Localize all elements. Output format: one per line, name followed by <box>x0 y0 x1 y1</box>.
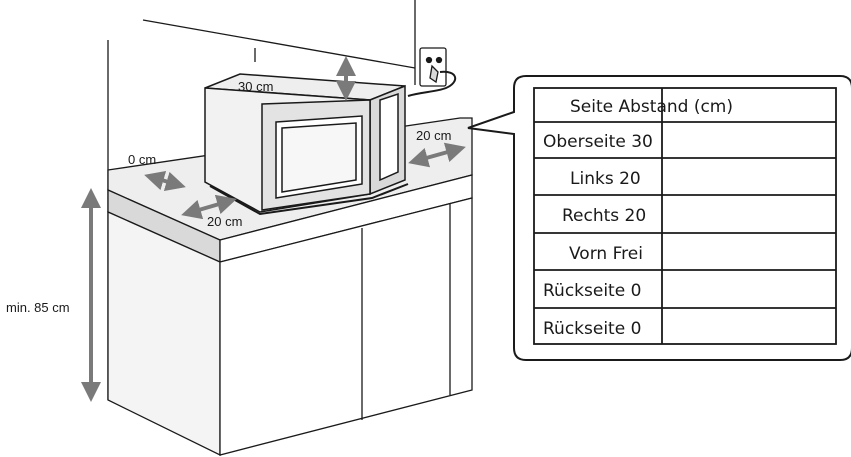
wall-socket-icon <box>407 47 456 97</box>
front-gap-label: 20 cm <box>207 214 242 229</box>
table-row-front: Vorn Frei <box>569 244 643 264</box>
table-row-top: Oberseite 30 <box>543 132 653 152</box>
clearance-table <box>533 87 837 345</box>
clearance-callout <box>467 75 851 361</box>
dimension-arrows <box>81 56 466 402</box>
left-gap-label: 0 cm <box>128 152 156 167</box>
microwave-icon <box>204 73 409 216</box>
table-row-back: Rückseite 0 <box>543 281 641 301</box>
top-gap-label: 30 cm <box>238 79 273 94</box>
table-row-left: Links 20 <box>570 169 641 189</box>
right-gap-label: 20 cm <box>416 128 451 143</box>
right-gap-arrow <box>408 142 466 168</box>
left-gap-arrow <box>144 170 186 192</box>
counter-height-label: min. 85 cm <box>6 300 70 315</box>
table-row-back-2: Rückseite 0 <box>543 319 641 339</box>
table-header: Seite Abstand (cm) <box>570 97 733 117</box>
front-gap-arrow <box>181 194 237 220</box>
table-row-right: Rechts 20 <box>562 206 646 226</box>
